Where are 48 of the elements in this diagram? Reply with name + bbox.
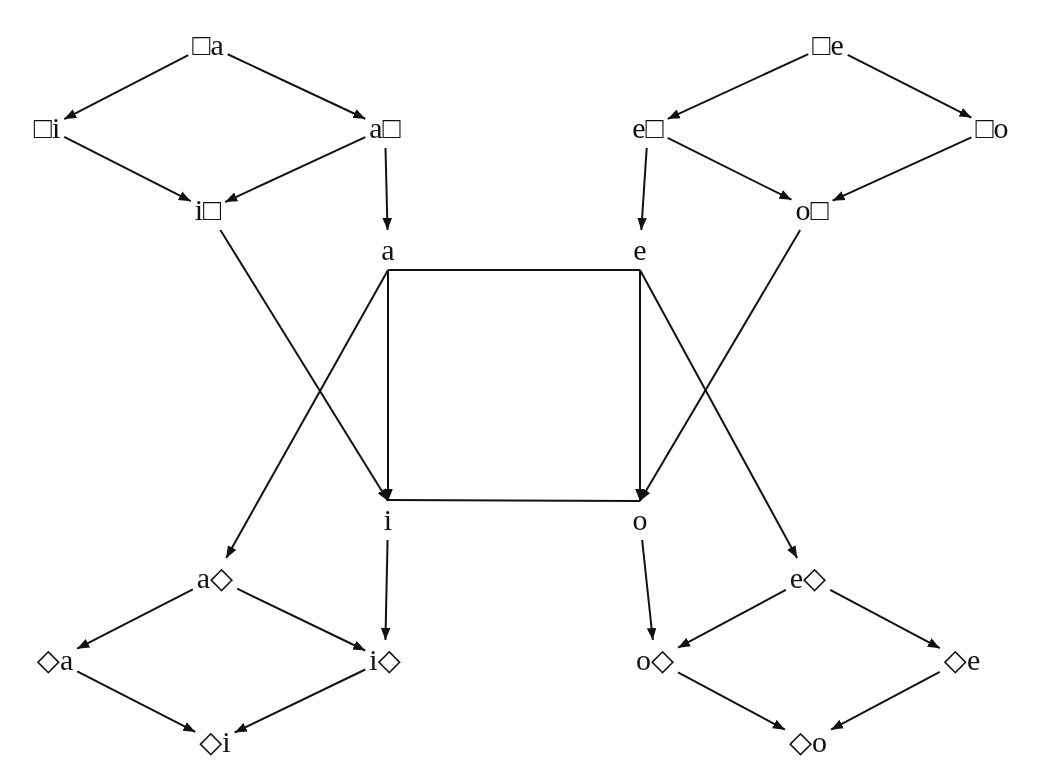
arrow [383,269,393,502]
node-label: e [632,233,648,267]
arrow [63,54,190,121]
node-label: □i [32,111,62,145]
arrow [830,670,941,731]
arrow [76,670,197,733]
arrow [637,147,648,231]
node-label: o◇ [634,643,676,677]
arrow [380,539,391,641]
arrow [219,229,389,502]
node-label: ◇i [198,725,232,759]
node-label: ◇e [942,643,982,677]
node-label: e◇ [788,561,828,595]
node-label: a□ [368,111,402,145]
node-label: □a [191,28,225,62]
node-label: ◇a [35,643,75,677]
node-label: o [631,503,649,537]
arrow [829,588,941,650]
connector-line [387,499,641,502]
arrow [677,588,787,649]
arrow [635,269,645,502]
arrow [639,229,802,502]
node-label: i□ [193,193,223,227]
node-label: □o [974,111,1010,145]
arrow [639,269,799,559]
node-label: e□ [631,111,665,145]
arrow [666,136,793,201]
node-label: □e [811,28,845,62]
arrow [677,671,786,731]
arrow [233,668,367,734]
arrow [63,135,192,203]
arrow [666,53,810,120]
arrow [236,587,367,652]
arrow [641,539,657,641]
arrow [831,136,973,202]
node-label: o□ [794,193,830,227]
arrow [224,136,367,203]
arrow [226,53,367,120]
connector-line [387,269,641,271]
arrow [76,588,194,650]
arrow [846,54,973,119]
node-label: ◇o [787,725,829,759]
arrow [225,269,389,559]
node-label: a [380,233,396,267]
node-label: a◇ [195,561,235,595]
node-label: i [382,503,394,537]
node-label: i◇ [368,643,402,677]
arrow [382,147,392,231]
